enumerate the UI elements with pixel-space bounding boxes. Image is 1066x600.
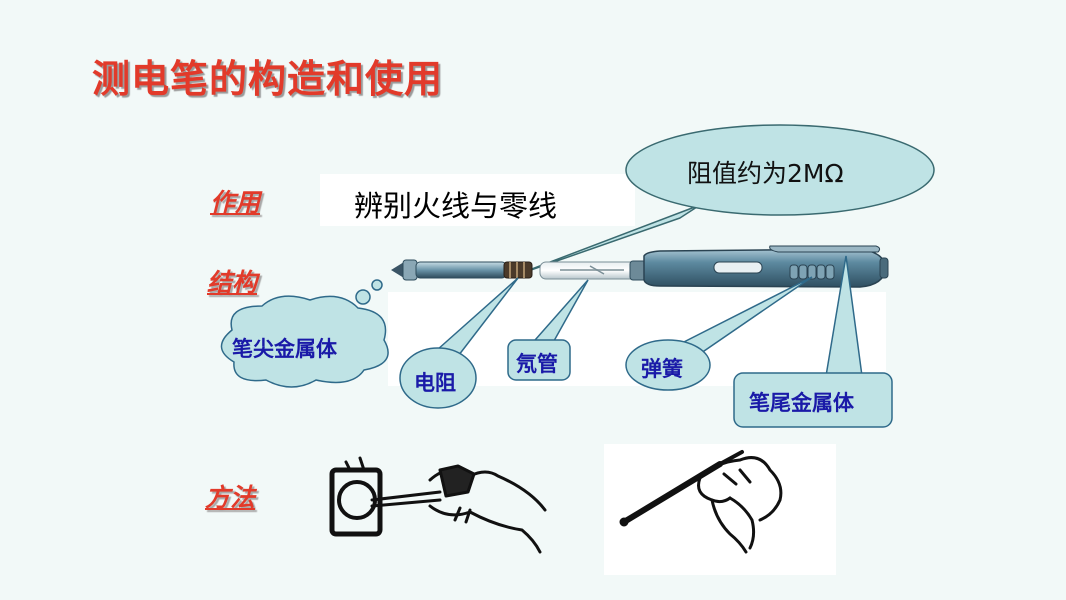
method-socket-illustration (329, 456, 547, 554)
spring-grip (789, 264, 835, 280)
spring-label: 弹簧 (641, 357, 683, 381)
resistance-callout (507, 124, 935, 279)
usage-box (320, 174, 635, 226)
method-label: 方法 (205, 483, 256, 512)
usage-label: 作用 (210, 188, 261, 217)
tip-metal-label: 笔尖金属体 (232, 337, 337, 361)
tail-callout (733, 372, 893, 428)
test-pen-illustration (391, 245, 889, 288)
usage-text: 辨别火线与零线 (354, 189, 558, 223)
pen-tip-point (391, 262, 404, 278)
page-title: 测电笔的构造和使用 (92, 57, 444, 101)
tail-metal-label: 笔尾金属体 (749, 391, 854, 415)
method-hold-illustration (619, 450, 783, 554)
neon-tube-label: 氖管 (516, 352, 558, 376)
structure-label: 结构 (207, 268, 258, 297)
resistor-callout (399, 347, 477, 409)
neon-callout (507, 339, 571, 381)
resistor-label: 电阻 (414, 371, 456, 395)
resistance-note: 阻值约为2MΩ (687, 159, 844, 188)
neon-callout-tail (526, 279, 589, 349)
spring-callout (625, 339, 711, 391)
tip-thought-cloud (220, 279, 389, 388)
